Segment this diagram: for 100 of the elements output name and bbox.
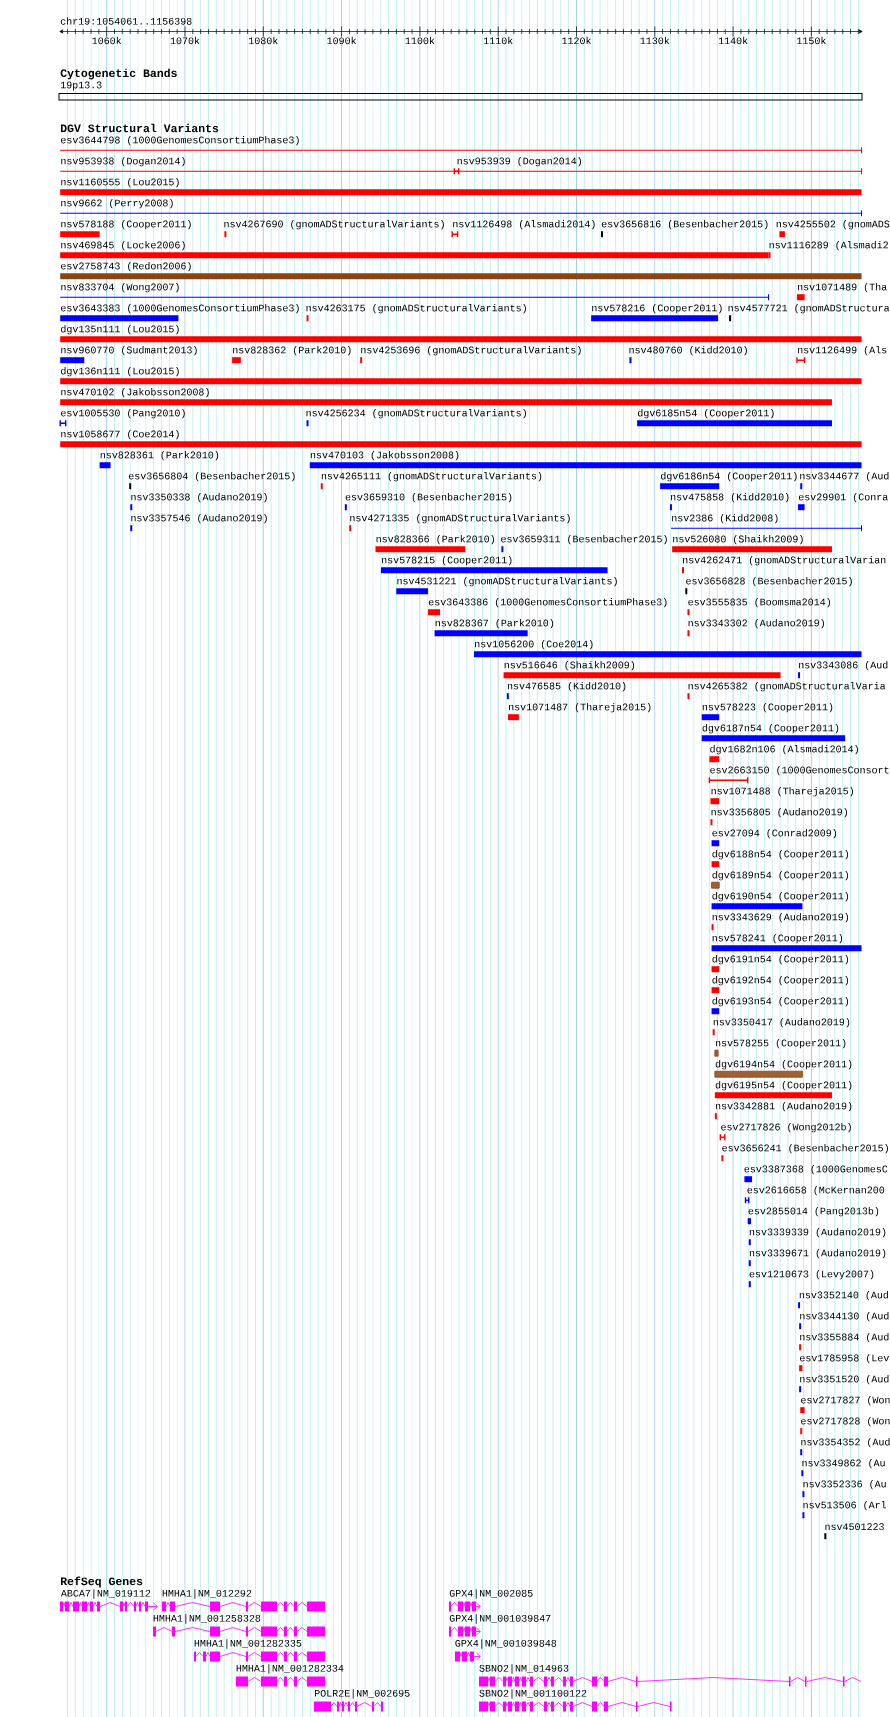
variant-label: nsv578241 (Cooper2011) <box>712 934 843 944</box>
variant-label: nsv4255502 (gnomADS <box>776 220 890 230</box>
variant-label: nsv9662 (Perry2008) <box>61 199 173 209</box>
variant-label: esv3659310 (Besenbacher2015) <box>345 493 512 503</box>
variant-label: nsv3343629 (Audano2019) <box>712 913 849 923</box>
variant-label: esv3656804 (Besenbacher2015) <box>128 472 295 482</box>
variant-label: nsv3349862 (Au <box>802 1459 885 1469</box>
variant-label: nsv4253696 (gnomADStructuralVariants) <box>361 346 581 356</box>
variant-label: dgv135n111 (Lou2015) <box>61 325 179 335</box>
variant-label: nsv4263175 (gnomADStructuralVariants) <box>306 304 526 314</box>
gene-label: HMHA1|NM_001282334 <box>236 1664 344 1674</box>
variant-label: esv2717828 (Won <box>801 1417 890 1427</box>
gene-label: SBNO2|NM_001100122 <box>479 1689 587 1699</box>
variant-label: nsv1160555 (Lou2015) <box>61 178 179 188</box>
variant-label: nsv953939 (Dogan2014) <box>457 157 581 167</box>
variant-label: nsv578223 (Cooper2011) <box>702 703 833 713</box>
variant-label: esv3656241 (Besenbacher2015) <box>722 1144 888 1154</box>
variant-label: nsv480760 (Kidd2010) <box>629 346 747 356</box>
variant-label: nsv1056200 (Coe2014) <box>475 640 593 650</box>
variant-label: nsv526080 (Shaikh2009) <box>673 535 803 545</box>
gene-label: SBNO2|NM_014963 <box>479 1664 569 1674</box>
variant-label: esv2717827 (Won <box>801 1396 890 1406</box>
tick-label: 1140k <box>718 36 748 45</box>
variant-label: dgv6189n54 (Cooper2011) <box>712 871 849 881</box>
variant-label: nsv828362 (Park2010) <box>233 346 351 356</box>
gene-label: ABCA7|NM_019112 <box>60 1589 151 1599</box>
variant-label: nsv475858 (Kidd2010) <box>671 493 789 503</box>
variant-label: nsv578216 (Cooper2011) <box>592 304 722 314</box>
gene-label: HMHA1|NM_001282335 <box>194 1639 302 1649</box>
variant-label: nsv3344130 (Aud <box>800 1312 889 1322</box>
variant-label: nsv3355884 (Aud <box>800 1333 889 1343</box>
gene-label: GPX4|NM_001039847 <box>449 1614 551 1624</box>
variant-label: nsv828367 (Park2010) <box>435 619 554 629</box>
variant-label: nsv1126499 (Als <box>798 346 887 356</box>
variant-label: nsv513506 (Arl <box>803 1501 887 1511</box>
variant-label: dgv6185n54 (Cooper2011) <box>638 409 774 419</box>
variant-label: dgv6187n54 (Cooper2011) <box>702 724 839 734</box>
band-label: 19p13.3 <box>60 81 102 91</box>
variant-label: dgv6194n54 (Cooper2011) <box>715 1060 852 1070</box>
variant-label: dgv6192n54 (Cooper2011) <box>712 976 849 986</box>
gene-label: GPX4|NM_001039848 <box>455 1639 557 1649</box>
variant-label: esv2855014 (Pang2013b) <box>748 1207 879 1217</box>
variant-label: nsv4577721 (gnomADStructura <box>728 304 890 314</box>
variant-label: nsv476585 (Kidd2010) <box>507 682 626 692</box>
variant-label: nsv4265382 (gnomADStructuralVaria <box>688 682 886 692</box>
coordinate-label: chr19:1054061..1156398 <box>60 17 192 25</box>
variant-label: nsv4271335 (gnomADStructuralVariants) <box>350 514 570 524</box>
tick-label: 1060k <box>92 36 122 45</box>
variant-label: nsv470103 (Jakobsson2008) <box>310 451 459 461</box>
tick-label: 1080k <box>249 36 278 45</box>
variant-label: nsv3357546 (Audano2019) <box>131 514 267 524</box>
variant-label: nsv578188 (Cooper2011) <box>61 220 191 230</box>
variant-label: esv2616658 (McKernan200 <box>747 1186 885 1196</box>
variant-label: esv2663150 (1000GenomesConsort <box>710 766 889 776</box>
variant-label: nsv4267690 (gnomADStructuralVariants) <box>224 220 444 230</box>
variant-label: nsv578215 (Cooper2011) <box>382 556 512 566</box>
track-title: DGV Structural Variants <box>60 123 219 133</box>
variant-label: esv3656828 (Besenbacher2015) <box>686 577 852 587</box>
variant-label: nsv828361 (Park2010) <box>100 451 219 461</box>
variant-label: nsv2386 (Kidd2008) <box>672 514 778 524</box>
variant-label: esv2717826 (Wong2012b) <box>721 1123 851 1133</box>
tick-label: 1120k <box>562 36 591 45</box>
variant-label: nsv3343086 (Aud <box>799 661 888 671</box>
tick-label: 1100k <box>405 36 435 45</box>
variant-label: dgv6193n54 (Cooper2011) <box>712 997 849 1007</box>
variant-label: dgv6190n54 (Cooper2011) <box>712 892 849 902</box>
variant-label: nsv3350417 (Audano2019) <box>713 1018 850 1028</box>
variant-label: nsv4265111 (gnomADStructuralVariants) <box>321 472 542 482</box>
variant-label: dgv6188n54 (Cooper2011) <box>712 850 849 860</box>
variant-label: nsv1116289 (Alsmadi2 <box>769 241 888 251</box>
gene-label: GPX4|NM_002085 <box>449 1589 533 1599</box>
variant-label: nsv3352336 (Au <box>803 1480 886 1490</box>
variant-label: esv3555835 (Boomsma2014) <box>688 598 830 608</box>
variant-label: nsv4501223 <box>825 1523 884 1531</box>
variant-label: nsv4262471 (gnomADStructuralVarian <box>683 556 886 566</box>
variant-label: nsv4531221 (gnomADStructuralVariants) <box>397 577 617 587</box>
tick-label: 1070k <box>170 36 200 45</box>
variant-label: esv3659311 (Besenbacher2015) <box>501 535 667 545</box>
variant-label: nsv4256234 (gnomADStructuralVariants) <box>306 409 526 419</box>
variant-label: nsv578255 (Cooper2011) <box>715 1039 846 1049</box>
variant-label: nsv3356805 (Audano2019) <box>711 808 847 818</box>
variant-label: esv3643386 (1000GenomesConsortiumPhase3) <box>428 598 667 608</box>
variant-label: nsv3343302 (Audano2019) <box>688 619 824 629</box>
variant-label: nsv960770 (Sudmant2013) <box>61 346 197 356</box>
variant-label: esv3387368 (1000GenomesC <box>744 1165 888 1175</box>
variant-label: nsv3339671 (Audano2019) <box>749 1249 886 1259</box>
variant-label: dgv136n111 (Lou2015) <box>61 367 179 377</box>
tick-label: 1130k <box>640 36 670 45</box>
variant-label: nsv3342881 (Audano2019) <box>715 1102 852 1112</box>
variant-label: esv2758743 (Redon2006) <box>61 262 191 272</box>
variant-label: esv3644798 (1000GenomesConsortiumPhase3) <box>61 136 299 146</box>
gene-label: POLR2E|NM_002695 <box>315 1689 410 1699</box>
variant-label: nsv1058677 (Coe2014) <box>61 430 179 440</box>
variant-label: nsv516646 (Shaikh2009) <box>504 661 635 671</box>
gene-label: HMHA1|NM_001258328 <box>153 1614 261 1624</box>
variant-label: dgv1682n106 (Alsmadi2014) <box>710 745 858 755</box>
variant-label: esv3656816 (Besenbacher2015) <box>601 220 768 230</box>
variant-label: dgv6186n54 (Cooper2011) <box>661 472 797 482</box>
variant-label: esv1005530 (Pang2010) <box>61 409 185 419</box>
variant-label: nsv3351520 (Aud <box>800 1375 889 1385</box>
